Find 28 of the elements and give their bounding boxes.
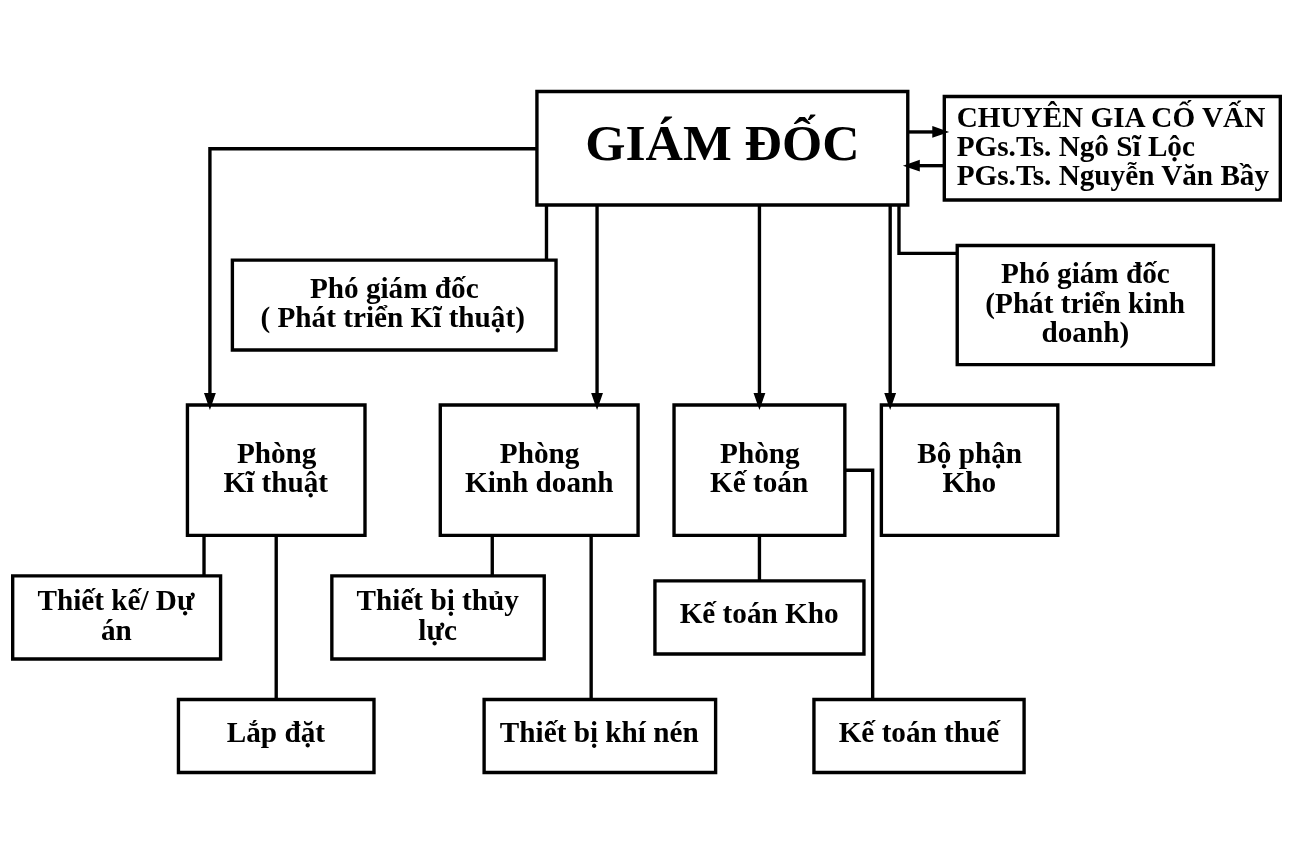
connector [897,204,957,255]
node-box: Kế toán thuế [812,697,1026,774]
connector [757,535,762,581]
node-box: Phó giám đốc (Phát triển kinh doanh) [955,243,1216,366]
connector [490,535,494,575]
arrow [753,204,766,410]
arrow [902,159,945,172]
arrow [884,204,897,410]
node-box: Phó giám đốc ( Phát triển Kĩ thuật) [230,257,558,352]
arrow [204,146,537,410]
node-box: Lắp đặt [176,697,376,774]
arrow [591,204,603,410]
connector [844,468,875,699]
node-box: Thiết kế/ Dự án [11,573,223,661]
arrow [907,125,950,138]
connector [544,204,549,260]
node-box: Kế toán Kho [653,578,866,656]
node-box: Bộ phận Kho [879,402,1060,537]
connector [274,535,278,699]
node-box: Phòng Kế toán [672,402,847,537]
node-box: Phòng Kĩ thuật [185,402,367,537]
node-box: Thiết bị khí nén [482,697,718,774]
node-box: CHUYÊN GIA CỐ VẤN PGs.Ts. Ngô Sĩ Lộc PGs.Ts. Nguyễn Văn Bầy [942,94,1282,202]
connector [202,535,206,575]
node-box: GIÁM ĐỐC [535,89,910,207]
node-box: Phòng Kinh doanh [438,402,640,537]
connector [589,535,593,699]
node-box: Thiết bị thủy lực [330,573,546,661]
